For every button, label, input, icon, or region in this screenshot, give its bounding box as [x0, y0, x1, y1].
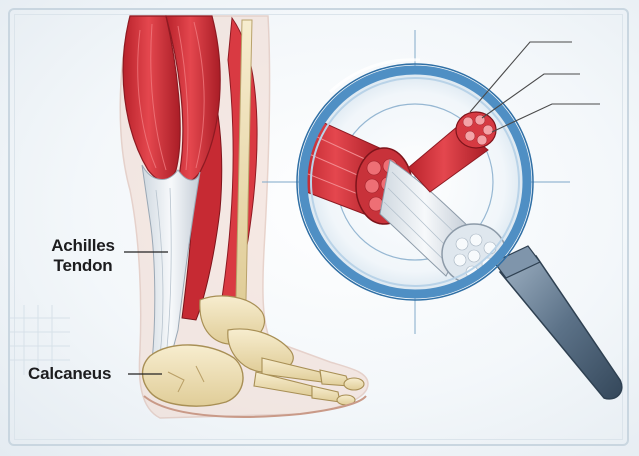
- achilles-label-line2: Tendon: [44, 256, 122, 276]
- achilles-tendon-label: Achilles Tendon: [44, 236, 122, 276]
- magnifying-glass-icon: [262, 30, 622, 399]
- achilles-label-line1: Achilles: [44, 236, 122, 256]
- calcaneus-label: Calcaneus: [28, 364, 111, 384]
